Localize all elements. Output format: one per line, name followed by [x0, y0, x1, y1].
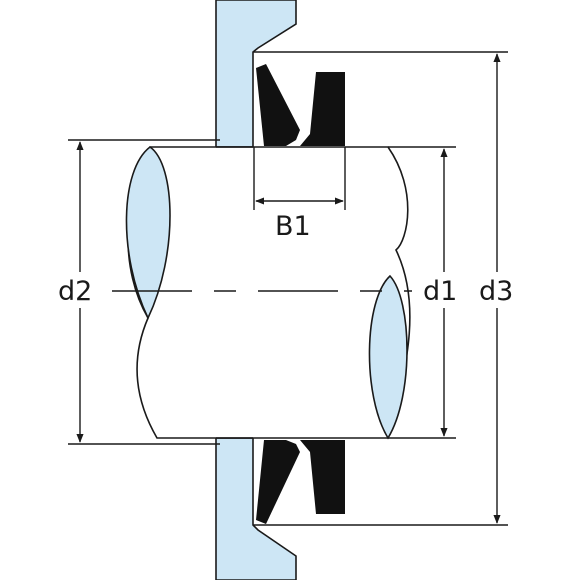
- shaft-body: [127, 146, 411, 439]
- label-d3: d3: [479, 276, 513, 307]
- seal-lip-top-right: [300, 72, 345, 146]
- seal-lip-bottom-left: [256, 440, 300, 524]
- label-d1: d1: [423, 276, 457, 307]
- seal-lip-top-left: [256, 64, 300, 146]
- shaft-cut-left: [125, 146, 171, 320]
- seal-lip-bottom-right: [300, 440, 345, 514]
- label-d2: d2: [58, 276, 92, 307]
- label-b1: B1: [275, 211, 311, 242]
